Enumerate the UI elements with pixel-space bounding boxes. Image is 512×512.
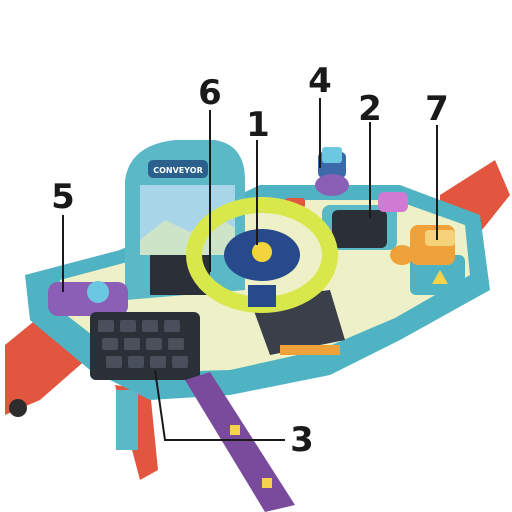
speaker-pad bbox=[332, 210, 387, 248]
callout-5: 5 bbox=[51, 177, 75, 217]
key-switch-ring bbox=[315, 174, 349, 196]
left-tail-panel bbox=[116, 390, 138, 450]
screen-banner bbox=[148, 160, 208, 178]
runway-strip bbox=[280, 345, 340, 355]
steering-wheel-button bbox=[252, 242, 272, 262]
pink-button bbox=[378, 192, 408, 212]
ramp-marker bbox=[262, 478, 272, 488]
joystick-knob bbox=[390, 245, 414, 265]
callout-7: 7 bbox=[425, 89, 449, 129]
callout-2: 2 bbox=[358, 89, 382, 129]
callout-1: 1 bbox=[246, 105, 270, 145]
callout-3: 3 bbox=[290, 420, 314, 460]
callout-4: 4 bbox=[308, 61, 332, 101]
warning-triangle bbox=[432, 270, 448, 284]
leader-3 bbox=[154, 369, 285, 441]
ramp-track bbox=[185, 372, 295, 512]
joystick-dial bbox=[425, 230, 455, 246]
screen-banner-text: CONVEYOR bbox=[153, 166, 203, 175]
remote-pod-button bbox=[87, 281, 109, 303]
left-wing-wheel bbox=[9, 399, 27, 417]
remote-pod bbox=[48, 282, 128, 316]
key-switch-cap bbox=[322, 147, 342, 163]
steering-column bbox=[248, 285, 276, 307]
leader-lines bbox=[62, 98, 438, 441]
ramp-marker bbox=[230, 425, 240, 435]
callout-6: 6 bbox=[198, 73, 222, 113]
keypad-keys bbox=[98, 320, 188, 368]
